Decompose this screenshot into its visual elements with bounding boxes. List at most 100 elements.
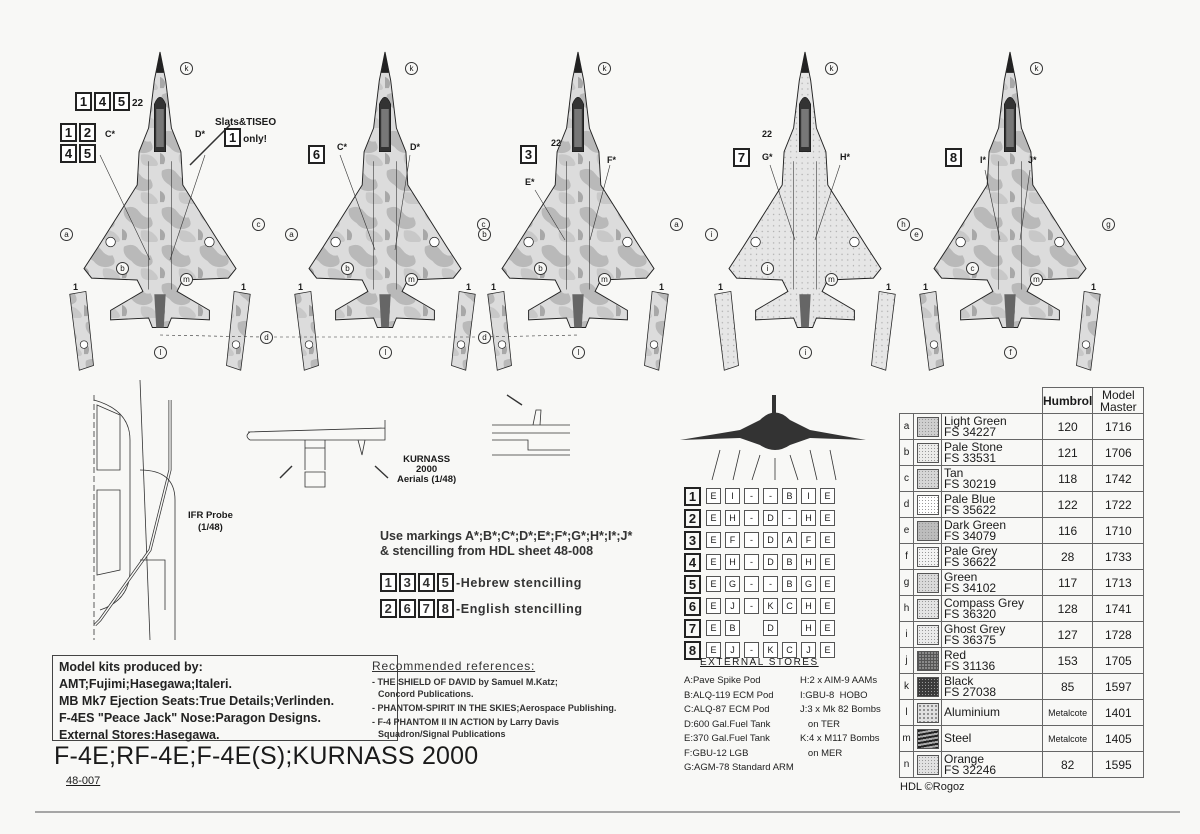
paint-fs-number: FS 36622: [944, 554, 997, 569]
paint-letter: c: [899, 465, 914, 492]
loadout-station: E: [820, 510, 835, 526]
callout-k: k: [825, 62, 838, 75]
paint-fs-number: FS 31136: [944, 658, 996, 673]
loadout-station: B: [782, 576, 797, 592]
ifr-probe-scale: (1/48): [198, 522, 223, 533]
paint-fs-number: FS 35622: [944, 502, 997, 517]
model-master-code: 1728: [1092, 621, 1145, 648]
english-label: -English stencilling: [456, 602, 583, 616]
paint-letter: e: [899, 517, 914, 544]
profile-box: 1: [224, 128, 242, 147]
wing-panel-label: 1: [298, 282, 304, 292]
callout-a: a: [60, 228, 73, 241]
reference-item: - THE SHIELD OF DAVID by Samuel M.Katz;: [372, 677, 558, 687]
paint-fs-number: FS 27038: [944, 684, 997, 699]
humbrol-code: 153: [1041, 647, 1094, 674]
humbrol-code: 122: [1041, 491, 1094, 518]
marking-label: C*: [105, 129, 116, 139]
paint-letter: b: [899, 439, 914, 466]
loadout-station: I: [801, 488, 816, 504]
paint-letter: f: [899, 543, 914, 570]
external-store-item: J:3 x Mk 82 Bombs: [800, 704, 881, 715]
loadout-station: J: [725, 598, 740, 614]
aircraft-8-planform: [919, 51, 1101, 371]
callout-b: b: [116, 262, 129, 275]
paint-fs-number: FS 36320: [944, 606, 997, 621]
loadout-station: -: [744, 554, 759, 570]
loadout-station: C: [782, 598, 797, 614]
paint-swatch: [913, 413, 942, 440]
loadout-station: B: [725, 620, 740, 636]
loadout-station: G: [725, 576, 740, 592]
paint-fs-number: FS 34227: [944, 424, 997, 439]
loadout-station: E: [820, 642, 835, 658]
profile-number: 3: [520, 145, 537, 164]
paint-letter: j: [899, 647, 914, 674]
humbrol-code: 116: [1041, 517, 1094, 544]
external-store-item: on TER: [800, 718, 840, 730]
paint-name: Light Green: [944, 413, 1007, 428]
profile-box: 6: [399, 599, 416, 618]
callout-c: c: [966, 262, 979, 275]
model-master-code: 1741: [1092, 595, 1145, 622]
loadout-station: -: [744, 598, 759, 614]
profile-number: 7: [733, 148, 750, 167]
loadout-station: D: [763, 510, 778, 526]
marking-label: D*: [195, 129, 206, 139]
callout-c: c: [252, 218, 265, 231]
loadout-station: J: [725, 642, 740, 658]
humbrol-code: 118: [1041, 465, 1094, 492]
paint-name: Ghost Grey: [944, 621, 1006, 636]
paint-letter: g: [899, 569, 914, 596]
profile-box: 2: [79, 123, 96, 142]
model-master-code: 1742: [1092, 465, 1145, 492]
external-store-item: F:GBU-12 LGB: [684, 747, 749, 759]
paint-swatch: [913, 699, 942, 726]
paint-swatch: [913, 569, 942, 596]
external-store-item: E:370 Gal.Fuel Tank: [684, 733, 770, 744]
aerials-label: KURNASS 2000 Aerials (1/48): [397, 455, 456, 485]
external-store-item: D:600 Gal.Fuel Tank: [684, 718, 771, 730]
paint-name: Dark Green: [944, 517, 1007, 532]
callout-k: k: [405, 62, 418, 75]
paint-swatch: [913, 725, 942, 752]
loadout-station: A: [782, 532, 797, 548]
callout-b: b: [478, 228, 491, 241]
callout-l: l: [154, 346, 167, 359]
reference-item: - F-4 PHANTOM II IN ACTION by Larry Davi…: [372, 717, 560, 727]
loadout-station: H: [801, 510, 816, 526]
loadout-station: E: [820, 598, 835, 614]
marking-label: J*: [1028, 155, 1037, 165]
marking-label: H*: [840, 152, 851, 162]
wing-panel-label: 1: [718, 282, 724, 292]
external-store-item: on MER: [800, 747, 843, 759]
loadout-station: E: [706, 510, 721, 526]
external-store-item: G:AGM-78 Standard ARM: [684, 762, 794, 773]
humbrol-code: 28: [1041, 543, 1094, 570]
model-master-code: 1401: [1092, 699, 1145, 726]
callout-d: d: [260, 331, 273, 344]
ifr-probe-label: IFR Probe (1/48): [188, 510, 233, 534]
paint-name: Pale Stone: [944, 439, 1003, 454]
marking-label: I*: [980, 155, 987, 165]
external-store-item: C:ALQ-87 ECM Pod: [684, 704, 770, 715]
profile-box: 4: [60, 144, 77, 163]
